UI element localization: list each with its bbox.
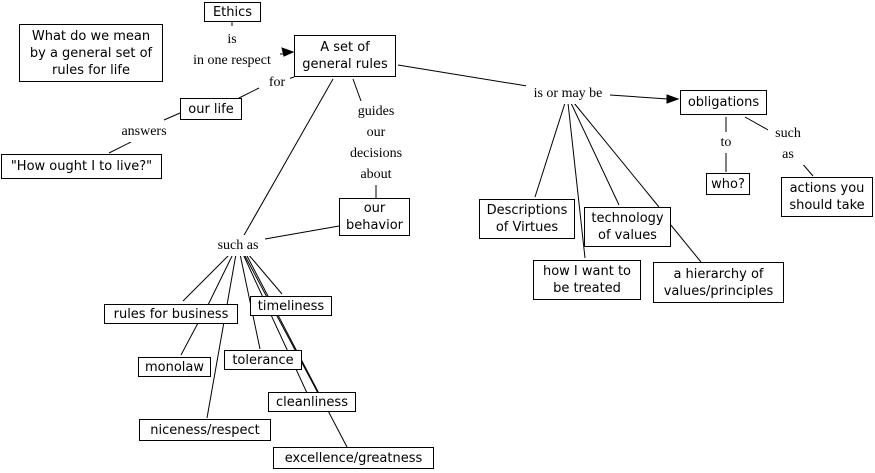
connector-suchas-business xyxy=(182,253,231,302)
connector-answers-howought xyxy=(108,141,132,154)
node-excellence[interactable]: excellence/greatness xyxy=(273,447,434,469)
connector-suchas-excellence2 xyxy=(243,253,319,394)
node-our-behavior[interactable]: our behavior xyxy=(339,198,410,236)
node-tolerance[interactable]: tolerance xyxy=(224,350,302,370)
node-technology[interactable]: technology of values xyxy=(584,207,671,247)
connector-isormaybe-obligations xyxy=(609,94,669,100)
link-is-or-may-be: is or may be xyxy=(526,83,610,104)
connector-isormaybe-hierarchy xyxy=(573,102,660,208)
node-obligations[interactable]: obligations xyxy=(680,90,767,115)
node-cleanliness[interactable]: cleanliness xyxy=(268,392,356,412)
connector-suchas-monolaw xyxy=(180,322,199,356)
connector-for-ourlife xyxy=(238,87,260,99)
connector-technology-hierarchy xyxy=(669,223,702,263)
link-for: for xyxy=(264,72,290,93)
arrowhead-to-obligations xyxy=(666,94,680,104)
node-question[interactable]: What do we mean by a general set of rule… xyxy=(19,24,163,82)
node-general-rules[interactable]: A set of general rules xyxy=(294,35,396,77)
node-who[interactable]: who? xyxy=(706,173,750,195)
connector-isormaybe-treated xyxy=(567,102,586,259)
link-guides: guides our decisions about xyxy=(340,101,412,185)
link-such-as-right: such as xyxy=(768,123,808,165)
link-is-in-one-respect: is in one respect xyxy=(184,29,280,71)
connector-isormaybe-virtues xyxy=(534,102,566,198)
node-treated[interactable]: how I want to be treated xyxy=(533,260,641,300)
node-timeliness[interactable]: timeliness xyxy=(250,296,332,316)
connector-behavior-suchas xyxy=(264,225,340,240)
connector-suchas-niceness xyxy=(206,253,237,419)
node-rules-business[interactable]: rules for business xyxy=(104,304,238,324)
node-hierarchy[interactable]: a hierarchy of values/principles xyxy=(653,262,784,303)
node-virtues[interactable]: Descriptions of Virtues xyxy=(479,199,575,239)
connector-rules-isormaybe xyxy=(397,64,528,87)
link-answers: answers xyxy=(116,121,172,142)
node-ethics[interactable]: Ethics xyxy=(204,2,261,22)
connector-suchas-business2 xyxy=(207,253,234,306)
connector-rules-suchas xyxy=(242,78,334,238)
connector-suchas-cleanliness xyxy=(242,253,308,394)
link-to: to xyxy=(715,132,737,153)
node-niceness[interactable]: niceness/respect xyxy=(139,419,271,441)
node-our-life[interactable]: our life xyxy=(180,98,242,120)
connector-ourlife-answers xyxy=(163,112,181,121)
node-how-ought[interactable]: "How ought I to live?" xyxy=(1,154,162,179)
node-monolaw[interactable]: monolaw xyxy=(138,357,211,377)
link-such-as-left: such as xyxy=(212,235,264,256)
arrowhead-to-rules xyxy=(281,47,295,57)
connector-isormaybe-technology xyxy=(570,102,620,206)
connector-obligations-suchas xyxy=(744,116,771,132)
node-actions[interactable]: actions you should take xyxy=(781,177,873,217)
connector-rules-guides xyxy=(352,78,362,102)
connector-suchas-timeliness xyxy=(247,253,283,295)
